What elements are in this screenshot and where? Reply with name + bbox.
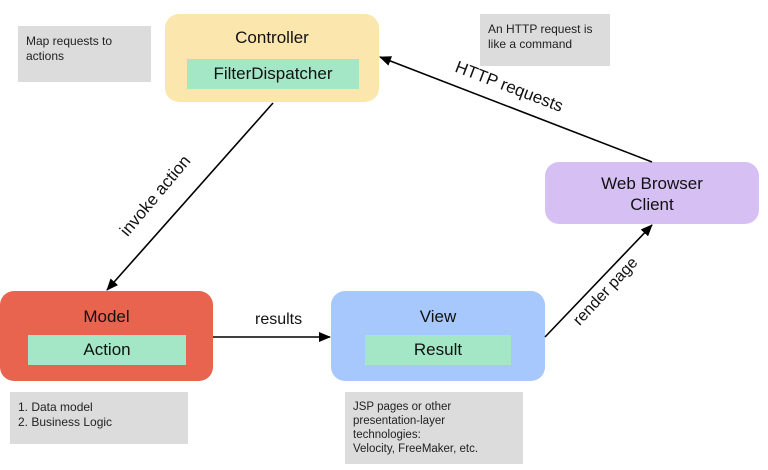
web-browser-node: Web Browser Client [545,162,759,224]
web-browser-subtitle: Client [630,195,674,214]
view-title: View [419,307,457,326]
filter-dispatcher-box: FilterDispatcher [187,59,359,89]
results-label: results [255,311,303,328]
controller-node: Controller FilterDispatcher [165,14,379,102]
model-node: Model Action [0,291,213,381]
web-browser-title: Web Browser [601,174,703,193]
view-note: JSP pages or other presentation-layer te… [345,392,523,464]
render-page-arrow [544,224,653,338]
model-title: Model [83,307,130,326]
result-box: Result [365,335,511,365]
invoke-action-arrow [106,102,274,291]
controller-note: Map requests to actions [18,26,151,82]
view-node: View Result [331,291,545,381]
http-request-note: An HTTP request is like a command [480,14,610,66]
action-box: Action [28,335,186,365]
http-requests-arrow [379,56,653,163]
model-note: 1. Data model 2. Business Logic [10,392,188,444]
controller-title: Controller [235,28,309,47]
